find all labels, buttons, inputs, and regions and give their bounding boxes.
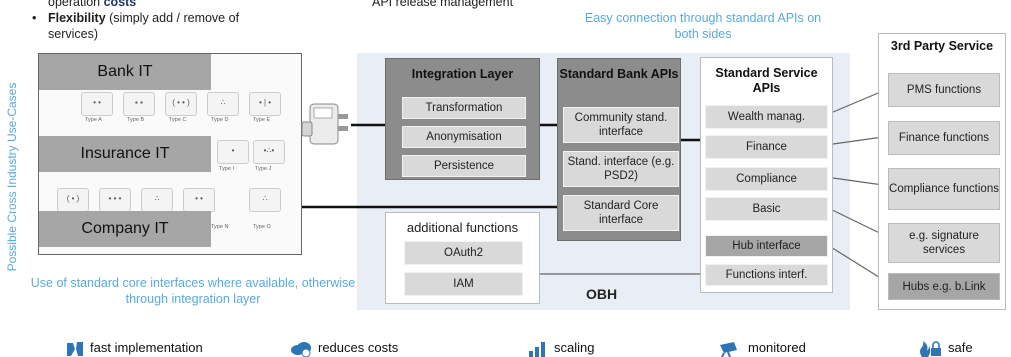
hub-interface-item: Hub interface — [705, 235, 828, 257]
footer-scaling: scaling — [528, 340, 594, 357]
socket-icon: • — [217, 140, 249, 164]
additional-functions-box: additional functions OAuth2 IAM — [385, 212, 540, 304]
bar-chart-icon — [529, 341, 545, 357]
wealth-management-item: Wealth manag. — [705, 105, 828, 129]
use-case-panel: • • ▪ ▪ ( • • ) ∴ • | • Type A Type B Ty… — [38, 53, 302, 255]
note-top: Easy connection through standard APIs on… — [584, 11, 822, 41]
bullet-flexibility: • Flexibility (simply add / remove of — [30, 10, 239, 26]
compliance-item: Compliance — [705, 167, 828, 191]
socket-icon: ( • ) — [57, 188, 89, 212]
socket-icon: ∴ — [141, 188, 173, 212]
bullet-flexibility-line2: services) — [48, 27, 99, 41]
standard-bank-apis-box: Standard Bank APIs Community stand. inte… — [557, 58, 681, 241]
transformation-item: Transformation — [402, 97, 526, 119]
socket-type-label: Type A — [85, 117, 102, 123]
footer-monitored: monitored — [718, 340, 806, 357]
core-interface-item: Standard Core interface — [563, 195, 679, 231]
socket-icon: •∴• — [253, 140, 285, 164]
bullet-list: operation costs • Flexibility (simply ad… — [30, 0, 239, 42]
footer-fast-implementation: fast implementation — [66, 340, 203, 357]
socket-icon: • | • — [249, 92, 281, 116]
socket-type-label: Type D — [211, 117, 229, 123]
standard-bank-apis-title: Standard Bank APIs — [559, 67, 679, 81]
bullet-costs-text: operation — [48, 0, 104, 9]
plug-adapter-icon — [301, 103, 348, 145]
bank-it-label: Bank IT — [39, 54, 211, 90]
cloud-icon — [291, 341, 311, 357]
community-interface-item: Community stand. interface — [563, 107, 679, 143]
footer-label: reduces costs — [318, 340, 399, 355]
footer-label: fast implementation — [90, 340, 203, 355]
functions-interface-item: Functions interf. — [705, 264, 828, 286]
pms-functions-item: PMS functions — [888, 73, 1000, 107]
socket-icon: ∴ — [249, 188, 281, 212]
socket-type-label: Type C — [169, 117, 187, 123]
footer-label: safe — [948, 340, 973, 355]
bullet-flex-rest: (simply add / remove of — [105, 11, 240, 25]
basic-item: Basic — [705, 197, 828, 221]
finance-item: Finance — [705, 135, 828, 159]
oauth2-item: OAuth2 — [404, 241, 523, 265]
socket-icon: • • — [81, 92, 113, 116]
socket-icon: ∴ — [207, 92, 239, 116]
tools-icon — [67, 341, 83, 356]
footer-safe: safe — [918, 340, 973, 357]
anonymisation-item: Anonymisation — [402, 126, 526, 148]
socket-icon: ( • • ) — [165, 92, 197, 116]
socket-type-label: Type I — [219, 166, 234, 172]
persistence-item: Persistence — [402, 155, 526, 177]
bullet-flex-bold: Flexibility — [48, 11, 106, 25]
psd2-interface-item: Stand. interface (e.g. PSD2) — [563, 151, 679, 187]
socket-icon: ▪ ▪ — [123, 92, 155, 116]
note-bottom: Use of standard core interfaces where av… — [30, 276, 356, 306]
standard-service-apis-title: Standard Service APIs — [715, 66, 818, 95]
socket-icon: • • • — [99, 188, 131, 212]
socket-type-label: Type B — [127, 117, 145, 123]
compliance-functions-item: Compliance functions — [888, 168, 1000, 210]
iam-item: IAM — [404, 272, 523, 296]
camera-icon — [720, 341, 737, 357]
footer-reduces-costs: reduces costs — [290, 340, 398, 357]
socket-type-label: Type E — [253, 117, 271, 123]
bullet-costs-bold: costs — [103, 0, 137, 9]
standard-service-apis-box: Standard Service APIs Wealth manag. Fina… — [700, 57, 833, 293]
api-release-text: API release management — [372, 0, 514, 9]
obh-label: OBH — [586, 286, 618, 302]
insurance-it-label: Insurance IT — [39, 136, 211, 172]
lock-icon — [920, 340, 941, 357]
additional-functions-title: additional functions — [406, 220, 519, 235]
finance-functions-item: Finance functions — [888, 121, 1000, 155]
socket-type-label: Type O — [253, 224, 271, 230]
socket-type-label: Type J — [255, 166, 272, 172]
socket-type-label: Type N — [211, 224, 229, 230]
integration-layer-title: Integration Layer — [411, 67, 514, 81]
hubs-blink-item: Hubs e.g. b.Link — [888, 273, 1000, 300]
footer-label: monitored — [748, 340, 806, 355]
integration-layer-box: Integration Layer Transformation Anonymi… — [385, 58, 540, 180]
company-it-label: Company IT — [39, 211, 211, 247]
socket-icon: • • — [183, 188, 215, 212]
third-party-box: 3rd Party Service PMS functions Finance … — [878, 33, 1006, 310]
bullet-dot: • — [32, 11, 37, 25]
third-party-title: 3rd Party Service — [890, 39, 994, 53]
footer-label: scaling — [554, 340, 595, 355]
signature-services-item: e.g. signature services — [888, 223, 1000, 263]
bullet-costs: operation costs — [30, 0, 239, 10]
